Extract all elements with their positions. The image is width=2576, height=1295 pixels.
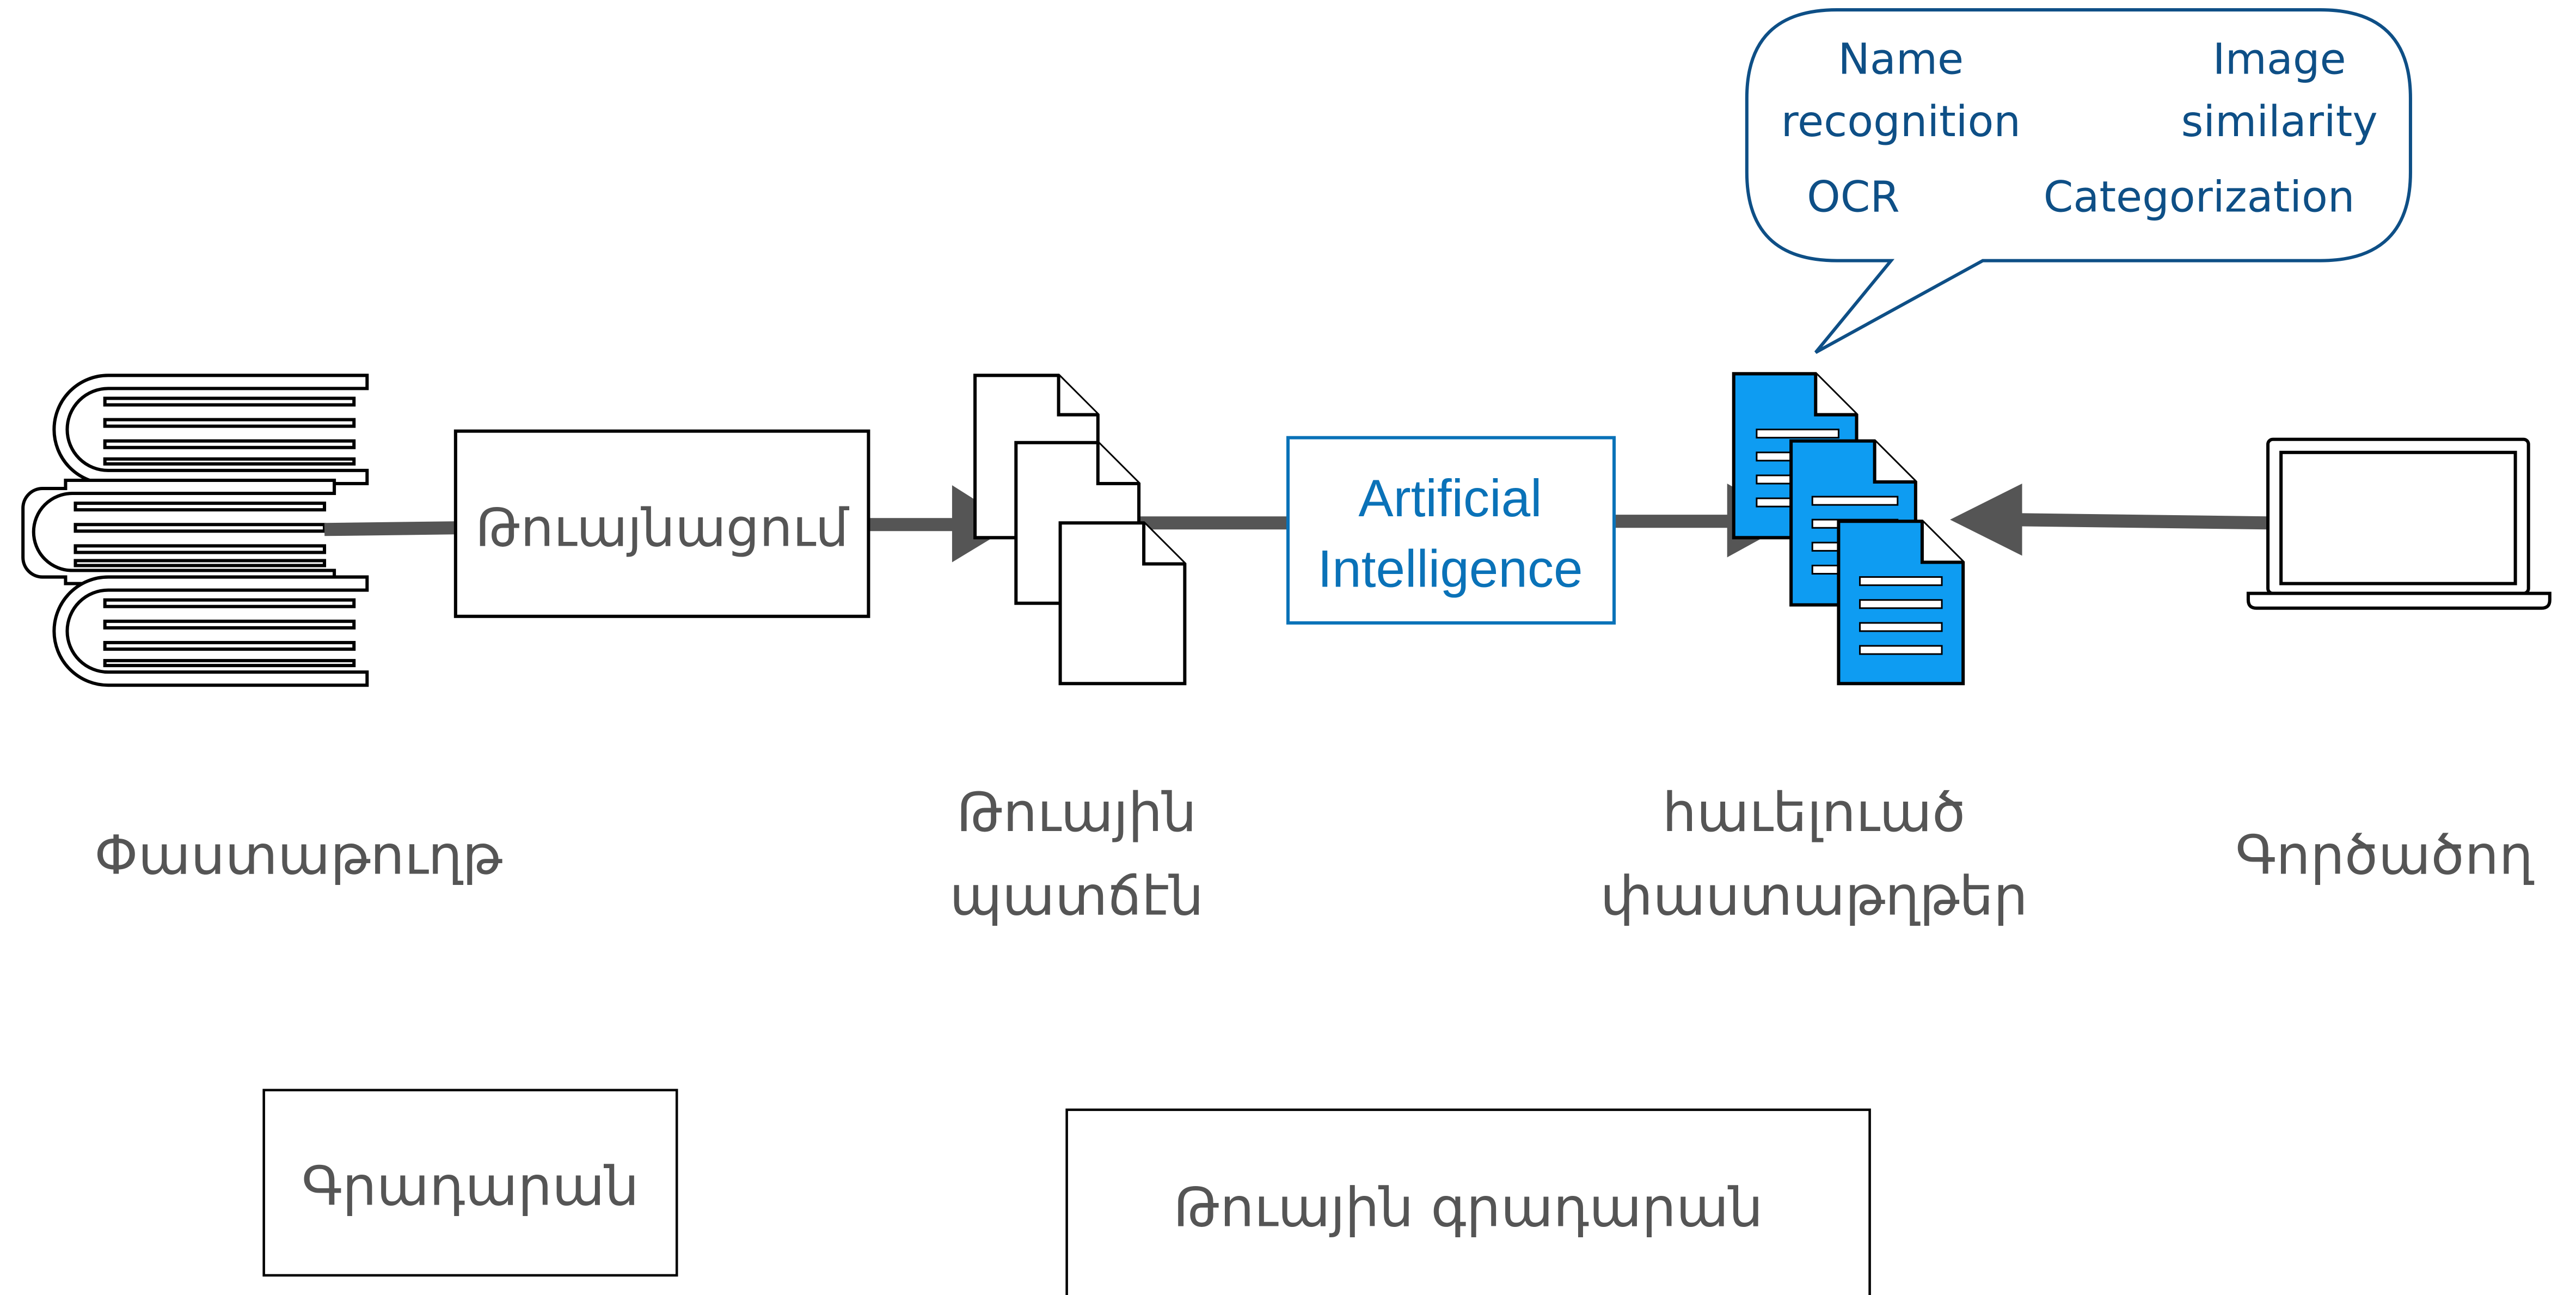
digitization-label: Թուայնացում bbox=[475, 497, 849, 558]
label-digital-copies-line1: Թուային bbox=[956, 781, 1197, 844]
document-stack-icon bbox=[973, 374, 1187, 686]
bubble-image-line2: similarity bbox=[2181, 97, 2378, 146]
blue-document-stack-icon bbox=[1732, 372, 1965, 686]
ai-node: Artificial Intelligence bbox=[1286, 436, 1616, 625]
ai-tasks-bubble: Name recognition Image similarity OCR Ca… bbox=[1745, 8, 2412, 354]
ai-label-line2: Intelligence bbox=[1317, 540, 1583, 598]
label-digital-copies-line2: պատճէն bbox=[949, 865, 1204, 928]
label-user: Գործածող bbox=[2235, 824, 2534, 887]
flow-connectors bbox=[324, 513, 2268, 536]
bubble-name-line2: recognition bbox=[1781, 97, 2021, 146]
label-accessible-docs-line2: փաստաթղթեր bbox=[1600, 865, 2028, 928]
label-accessible-docs-line1: հաւելուած bbox=[1662, 781, 1966, 844]
books-stack-icon bbox=[21, 374, 369, 687]
laptop-icon bbox=[2246, 437, 2552, 610]
label-documents: Փաստաթուղթ bbox=[94, 824, 502, 887]
digital-library-group: Թուային գրադարան bbox=[1065, 1108, 1871, 1295]
library-label: Գրադարան bbox=[302, 1155, 639, 1218]
bubble-ocr: OCR bbox=[1807, 172, 1900, 222]
ai-label-line1: Artificial bbox=[1358, 469, 1542, 528]
bubble-name-line1: Name bbox=[1838, 34, 1964, 84]
bubble-image-line1: Image bbox=[2213, 34, 2346, 84]
library-group: Գրադարան bbox=[262, 1089, 678, 1277]
bubble-categorization: Categorization bbox=[2044, 172, 2355, 222]
connector-user-to-processed bbox=[2012, 513, 2268, 530]
connector-books-to-digitization bbox=[324, 521, 456, 536]
digitization-node: Թուայնացում bbox=[453, 429, 870, 618]
digital-library-label: Թուային գրադարան bbox=[1174, 1177, 1763, 1239]
arrowhead-to-processed-from-user bbox=[1950, 483, 2022, 556]
